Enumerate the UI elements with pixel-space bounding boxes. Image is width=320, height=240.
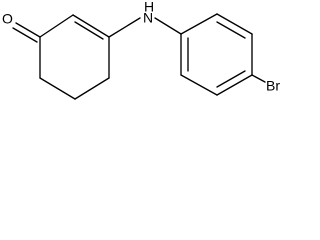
bond-ar2-ar3 xyxy=(216,13,253,35)
bond-ar1-ar2 xyxy=(180,13,218,35)
bond-ar-inner-top xyxy=(216,21,246,39)
bond-ar-br xyxy=(251,74,266,83)
bond-c1-c2 xyxy=(39,14,74,38)
bond-c5-c6 xyxy=(39,77,76,100)
bond-c2-c3-inner xyxy=(74,21,104,40)
bond-ar-inner-right xyxy=(216,70,246,88)
atom-labels: O H N Br xyxy=(2,0,280,94)
bond-n-aryl xyxy=(154,17,182,35)
bond-c2-c3 xyxy=(72,14,110,38)
amine-hydrogen-label: H xyxy=(144,0,154,15)
bromine-label: Br xyxy=(266,78,280,94)
bond-lines xyxy=(12,13,266,100)
bond-ar4-ar5 xyxy=(216,74,253,96)
bond-c3-n xyxy=(108,17,141,38)
chemical-structure-diagram: O H N Br xyxy=(2,0,280,100)
bond-carbonyl-2 xyxy=(12,27,38,43)
bond-carbonyl-1 xyxy=(15,22,41,38)
oxygen-label: O xyxy=(2,11,13,27)
bond-c4-c5 xyxy=(74,77,110,100)
bond-ar5-ar6 xyxy=(180,74,218,96)
amine-nitrogen-label: N xyxy=(143,10,153,26)
